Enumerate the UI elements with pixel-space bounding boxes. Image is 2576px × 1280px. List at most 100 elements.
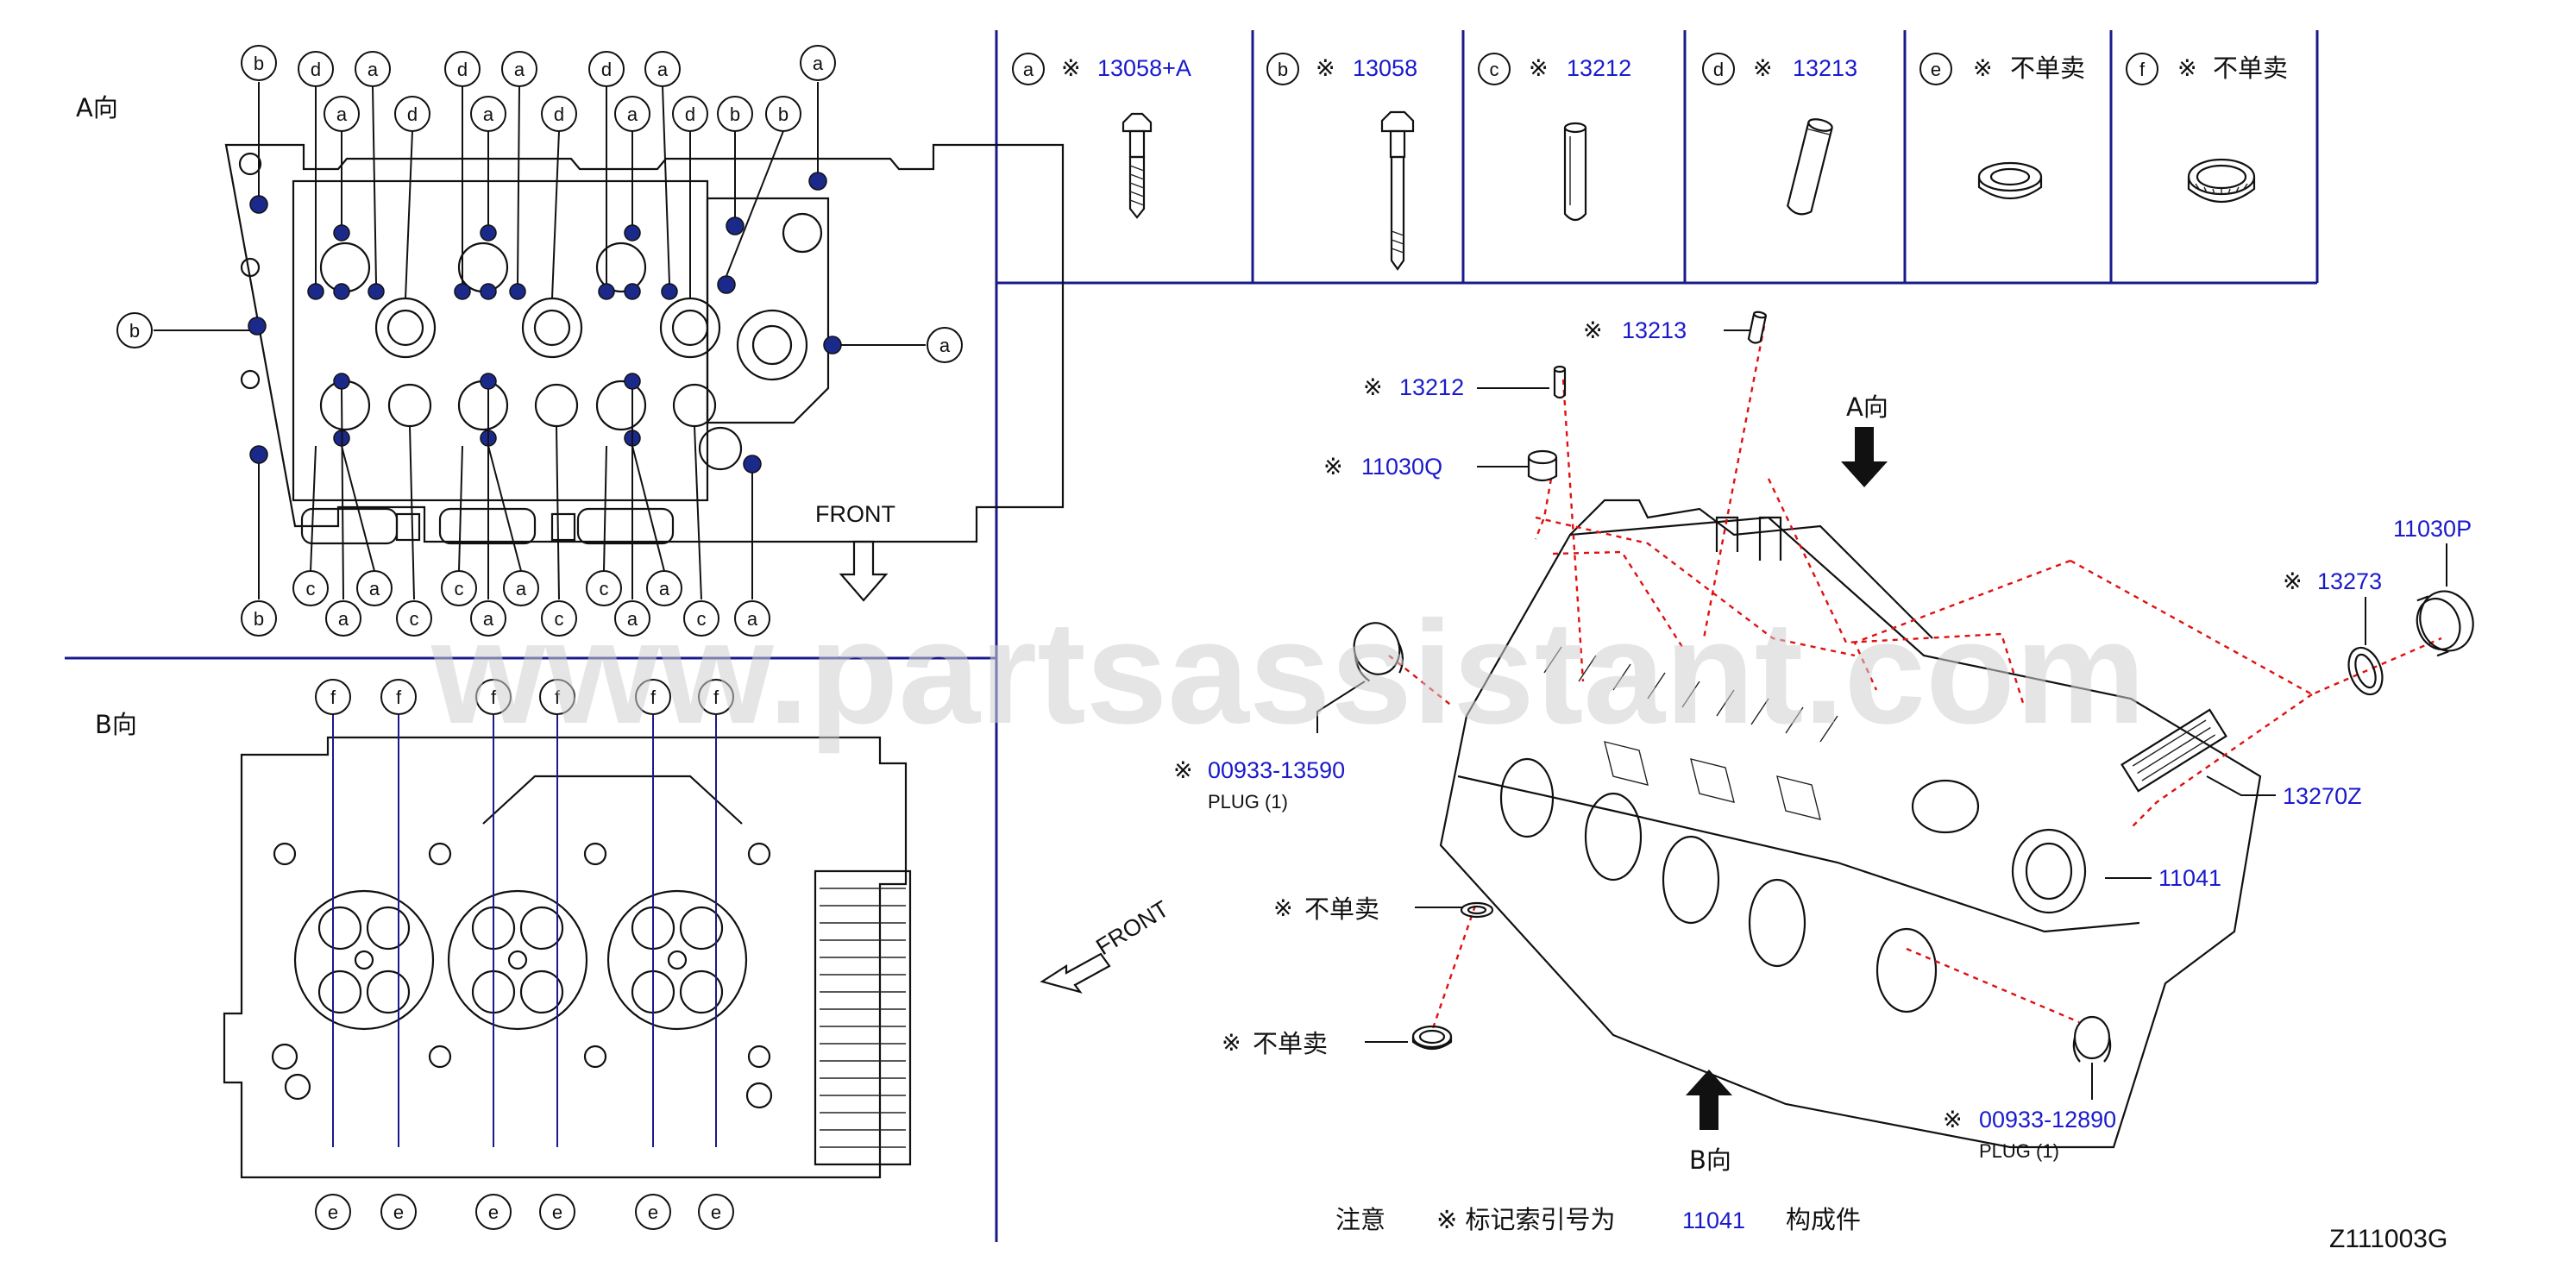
- svg-text:11041: 11041: [2158, 865, 2221, 891]
- callout-bottom-1: c: [292, 445, 329, 606]
- legend-mark: ※: [1061, 55, 1081, 81]
- long-bolt-icon: [1380, 110, 1415, 271]
- callout-bottom-1: c: [586, 445, 622, 606]
- legend-mark: ※: [1316, 55, 1335, 81]
- svg-text:※: ※: [1173, 757, 1193, 783]
- explode-lines: [1388, 325, 2442, 1032]
- callout-top-1: d: [298, 51, 334, 284]
- label-13213: ※ 13213: [1583, 311, 1767, 344]
- plug-13590-icon: [1353, 622, 1404, 682]
- svg-text:f: f: [396, 687, 402, 708]
- svg-text:A向: A向: [1846, 392, 1888, 422]
- view-b-label: B向: [95, 710, 137, 739]
- cylinder-head-top-view: [224, 143, 1065, 545]
- svg-text:c: c: [697, 608, 707, 630]
- callout-top-2: d: [394, 96, 430, 299]
- svg-text:d: d: [554, 104, 564, 125]
- view-a-label: A向: [76, 93, 118, 122]
- legend-part-no: 13058+A: [1097, 55, 1191, 81]
- svg-text:b: b: [129, 320, 140, 342]
- label-plug-12890: ※ 00933-12890 PLUG (1): [1943, 1015, 2116, 1162]
- label-11041: 11041: [2105, 865, 2221, 891]
- svg-text:a: a: [338, 608, 349, 630]
- callout-top-2: a: [324, 96, 360, 225]
- callout-bottom-2: c: [396, 425, 432, 637]
- svg-text:f: f: [330, 687, 336, 708]
- svg-text:c: c: [306, 578, 316, 599]
- svg-text:※: ※: [1363, 374, 1383, 400]
- svg-text:d: d: [311, 59, 321, 80]
- label-not-sold-1: ※ 不单卖: [1273, 894, 1494, 924]
- callout-f: f: [315, 679, 351, 1147]
- dowel-pin-icon: [1563, 122, 1587, 222]
- callout-top-1: a: [501, 51, 537, 285]
- legend-part-no: 13213: [1793, 55, 1857, 81]
- svg-text:f: f: [555, 687, 561, 708]
- callout-top-2: b: [717, 96, 753, 217]
- svg-text:FRONT: FRONT: [1091, 895, 1173, 960]
- svg-text:e: e: [552, 1202, 562, 1223]
- footnote: 注意 ※ 标记索引号为 11041 构成件: [1335, 1205, 1861, 1234]
- svg-text:a: a: [657, 59, 669, 80]
- svg-text:13270Z: 13270Z: [2283, 783, 2362, 809]
- legend-mark: ※: [1753, 55, 1773, 81]
- callout-bottom-1: a: [631, 445, 682, 606]
- callout-left: b: [116, 312, 250, 348]
- svg-text:e: e: [393, 1202, 404, 1223]
- svg-text:※: ※: [1943, 1107, 1963, 1133]
- legend-mark: ※: [1973, 55, 1993, 81]
- callout-e: e: [380, 1194, 417, 1230]
- svg-text:※ 标记索引号为: ※ 标记索引号为: [1436, 1205, 1616, 1234]
- dowel-pin-13212-icon: [1553, 365, 1567, 399]
- combustion-chamber-1: [293, 889, 435, 1031]
- svg-text:a: a: [747, 608, 758, 630]
- svg-text:13213: 13213: [1622, 317, 1687, 343]
- diagram-id: Z111003G: [2329, 1225, 2447, 1253]
- front-arrow-left: FRONT: [815, 501, 895, 602]
- label-11030P: 11030P: [2393, 516, 2474, 657]
- callout-top-1: d: [588, 51, 625, 284]
- callout-bottom-2: a: [470, 389, 506, 637]
- view-a: A向: [76, 45, 1065, 637]
- svg-text:a: a: [939, 335, 951, 356]
- label-plug-13590: ※ 00933-13590 PLUG (1): [1173, 622, 1404, 813]
- svg-text:d: d: [407, 104, 418, 125]
- view-b: B向: [95, 679, 912, 1230]
- svg-text:11030Q: 11030Q: [1361, 454, 1442, 480]
- legend-mark: ※: [2177, 55, 2197, 81]
- dowel-sleeve-13213-icon: [1747, 311, 1767, 344]
- cooling-fins: [814, 869, 912, 1166]
- svg-text:不单卖: 不单卖: [1304, 894, 1379, 924]
- svg-text:a: a: [627, 104, 638, 125]
- svg-text:※: ※: [1583, 317, 1603, 343]
- callout-bottom-2: a: [734, 473, 770, 637]
- svg-text:c: c: [455, 578, 464, 599]
- svg-text:d: d: [685, 104, 695, 125]
- legend-part-no: 不单卖: [2213, 53, 2288, 83]
- callout-f: f: [635, 679, 671, 1147]
- svg-text:※: ※: [1273, 895, 1293, 921]
- svg-text:e: e: [328, 1202, 338, 1223]
- svg-text:不单卖: 不单卖: [1253, 1029, 1328, 1058]
- callout-bottom-2: a: [325, 388, 361, 637]
- svg-text:a: a: [368, 59, 379, 80]
- svg-text:b: b: [778, 104, 789, 125]
- combustion-chamber-2: [447, 889, 588, 1031]
- svg-text:B向: B向: [1689, 1145, 1731, 1175]
- valve-seat-icon: [1977, 161, 2043, 200]
- legend-cell-f: f ※ 不单卖: [2126, 53, 2288, 204]
- legend-key: c: [1490, 59, 1499, 80]
- label-13270Z: 13270Z: [2120, 708, 2362, 809]
- legend-cell-a: a ※ 13058+A: [1012, 53, 1191, 219]
- flange-bolt-icon: [1122, 112, 1153, 219]
- gasket-13270Z-icon: [2120, 708, 2227, 793]
- svg-text:13273: 13273: [2317, 568, 2382, 594]
- svg-text:※: ※: [2283, 568, 2303, 594]
- callout-bottom-1: a: [341, 445, 393, 606]
- callout-f: f: [539, 679, 575, 1147]
- callout-f: f: [698, 679, 734, 1147]
- plug-12890-icon: [2072, 1015, 2112, 1063]
- view-b-callouts: f f f f f f e e e e e e: [315, 679, 734, 1230]
- legend-cell-d: d ※ 13213: [1702, 53, 1857, 216]
